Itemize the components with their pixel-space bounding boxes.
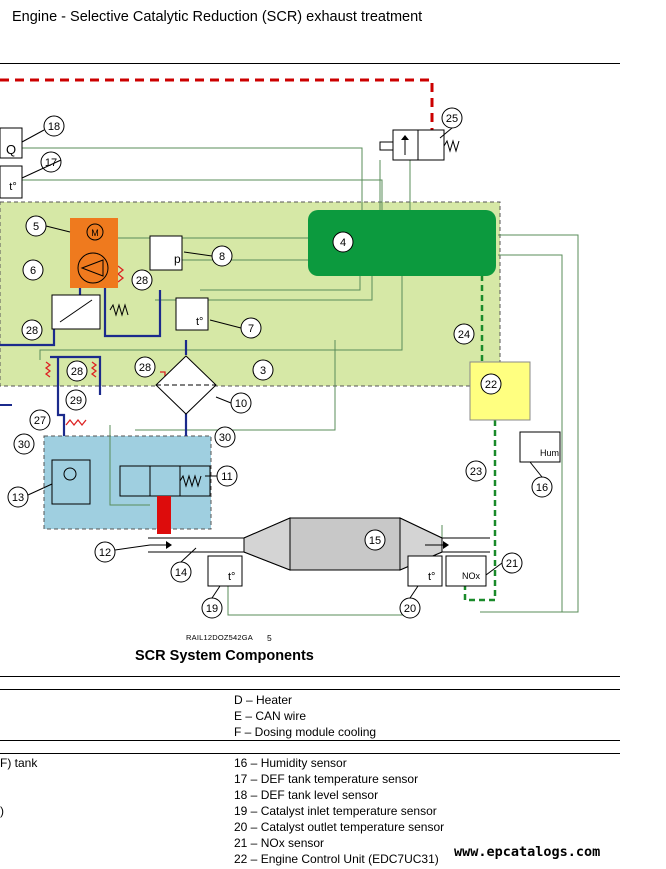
ecu-22 [469,361,531,421]
svg-text:Hum: Hum [540,448,559,458]
legend-item-16: 16 – Humidity sensor [234,756,347,770]
svg-text:7: 7 [248,323,254,335]
legend-item-17: 17 – DEF tank temperature sensor [234,772,419,786]
svg-text:28: 28 [139,362,151,374]
svg-text:M: M [91,228,99,238]
legend-letter-d: D – Heater [234,693,293,707]
svg-text:27: 27 [34,415,46,427]
scr-diagram: Q t° M p t° Hum t° t° [0,78,579,619]
svg-text:18: 18 [48,121,60,133]
legend-mid-rule [0,740,620,741]
svg-text:3: 3 [260,365,266,377]
svg-text:4: 4 [340,237,346,249]
svg-text:t°: t° [196,316,203,328]
legend-item-20: 20 – Catalyst outlet temperature sensor [234,820,445,834]
svg-text:t°: t° [9,181,16,193]
caption-title: SCR System Components [135,648,314,664]
page-title: Engine - Selective Catalytic Reduction (… [12,9,423,25]
watermark: www.epcatalogs.com [454,844,601,860]
svg-text:14: 14 [175,567,187,579]
legend-top-rule-2 [0,689,620,690]
svg-text:8: 8 [219,251,225,263]
legend-left-fragment-1: F) tank [0,756,38,770]
legend-item-18: 18 – DEF tank level sensor [234,788,379,802]
svg-text:28: 28 [71,366,83,378]
legend-top-rule [0,676,620,677]
svg-text:15: 15 [369,535,381,547]
svg-text:12: 12 [99,547,111,559]
callout-circles [7,107,553,619]
svg-text:p: p [174,252,181,266]
svg-text:Q: Q [6,142,16,157]
dosing-module-box [43,435,212,530]
svg-text:20: 20 [404,603,416,615]
svg-text:t°: t° [428,571,435,583]
header-divider [0,63,620,64]
svg-text:10: 10 [235,398,247,410]
svg-text:13: 13 [12,492,24,504]
ecu-4 [308,210,496,276]
svg-text:30: 30 [18,439,30,451]
callout-numbers: 3 4 5 6 7 8 10 11 12 13 14 15 16 17 18 1… [12,113,548,615]
can-wire-line [0,78,434,135]
svg-text:19: 19 [206,603,218,615]
svg-text:23: 23 [470,466,482,478]
caption-code: RAIL12DOZ542GA [186,633,253,642]
svg-text:24: 24 [458,329,470,341]
svg-text:30: 30 [219,432,231,444]
svg-text:29: 29 [70,395,82,407]
svg-text:16: 16 [536,482,548,494]
svg-text:28: 28 [136,275,148,287]
svg-text:NOx: NOx [462,571,481,581]
can-line-23 [463,420,497,602]
svg-text:6: 6 [30,265,36,277]
svg-text:28: 28 [26,325,38,337]
svg-text:t°: t° [228,571,235,583]
caption-number: 5 [267,633,272,643]
legend-letter-f: F – Dosing module cooling [234,725,377,739]
svg-text:5: 5 [33,221,39,233]
filter-10 [155,355,217,415]
svg-text:22: 22 [485,379,497,391]
svg-text:11: 11 [221,471,232,483]
svg-text:25: 25 [446,113,458,125]
dosing-valve [157,496,171,534]
legend-item-19: 19 – Catalyst inlet temperature sensor [234,804,437,818]
legend-letter-e: E – CAN wire [234,709,307,723]
legend-item-22: 22 – Engine Control Unit (EDC7UC31) [234,852,439,866]
legend-left-fragment-2: ) [0,804,4,818]
legend-mid-rule-2 [0,753,620,754]
svg-text:21: 21 [506,558,518,570]
legend-item-21: 21 – NOx sensor [234,836,325,850]
